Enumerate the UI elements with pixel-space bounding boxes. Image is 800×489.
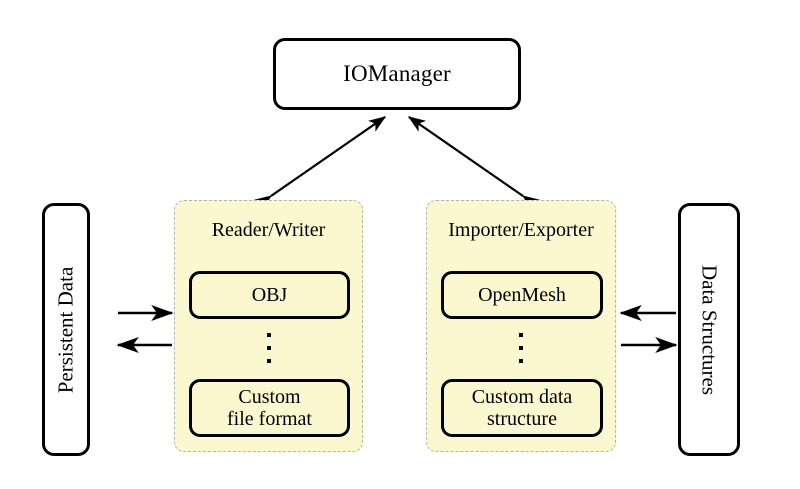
- reader-writer-ellipsis-icon: [175, 333, 362, 363]
- reader-writer-panel-title: Reader/Writer: [211, 219, 326, 241]
- persistent-data-box[interactable]: Persistent Data: [42, 203, 90, 456]
- importer-exporter-item-custom-label: Custom data structure: [472, 386, 573, 431]
- importer-exporter-item-custom-line2: structure: [487, 408, 557, 430]
- reader-writer-item-custom-label: Custom file format: [227, 386, 312, 431]
- iomanager-box[interactable]: IOManager: [273, 38, 521, 110]
- reader-writer-panel: Reader/Writer OBJ Custom file format: [174, 200, 363, 452]
- importer-exporter-panel: Importer/Exporter OpenMesh Custom data s…: [426, 200, 616, 452]
- reader-writer-item-obj-label: OBJ: [251, 283, 288, 306]
- reader-writer-item-custom-line2: file format: [227, 408, 312, 430]
- importer-exporter-item-openmesh[interactable]: OpenMesh: [441, 271, 603, 319]
- arrow-iomanager-importer-exporter: [407, 116, 541, 211]
- iomanager-label: IOManager: [343, 61, 451, 86]
- reader-writer-item-obj[interactable]: OBJ: [189, 271, 350, 319]
- persistent-data-label: Persistent Data: [53, 266, 78, 393]
- reader-writer-item-custom-line1: Custom: [238, 385, 301, 408]
- importer-exporter-ellipsis-icon: [427, 333, 615, 363]
- importer-exporter-panel-title: Importer/Exporter: [448, 219, 594, 241]
- data-structures-box[interactable]: Data Structures: [678, 203, 740, 456]
- importer-exporter-item-custom-data-structure[interactable]: Custom data structure: [441, 379, 603, 437]
- arrow-iomanager-reader-writer: [253, 116, 387, 211]
- importer-exporter-item-openmesh-label: OpenMesh: [478, 283, 566, 306]
- reader-writer-item-custom-file-format[interactable]: Custom file format: [189, 379, 350, 437]
- data-structures-label: Data Structures: [697, 264, 722, 395]
- importer-exporter-item-custom-line1: Custom data: [471, 385, 573, 408]
